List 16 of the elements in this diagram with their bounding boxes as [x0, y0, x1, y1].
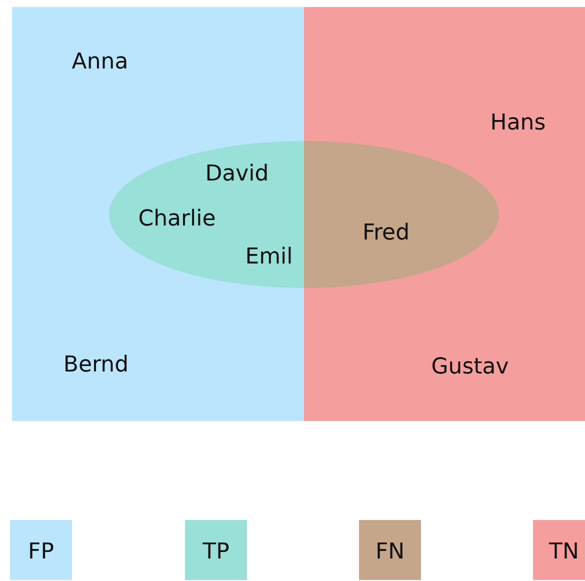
person-name: Anna — [72, 50, 128, 74]
legend-label: TP — [202, 540, 230, 564]
person-name: David — [205, 162, 269, 186]
category-region — [12, 7, 304, 421]
half-ellipse-region — [304, 141, 499, 288]
category-region — [304, 7, 585, 421]
person-name: Gustav — [431, 354, 509, 380]
person-name: Charlie — [138, 206, 216, 232]
legend-label: FN — [375, 540, 405, 564]
legend-label: FP — [28, 540, 54, 564]
person-name: Fred — [362, 220, 410, 246]
person-name: Bernd — [63, 352, 129, 378]
person-name: Emil — [245, 244, 293, 270]
person-name: Hans — [490, 110, 546, 136]
half-ellipse-region — [109, 141, 304, 288]
legend-label: TN — [549, 540, 579, 564]
